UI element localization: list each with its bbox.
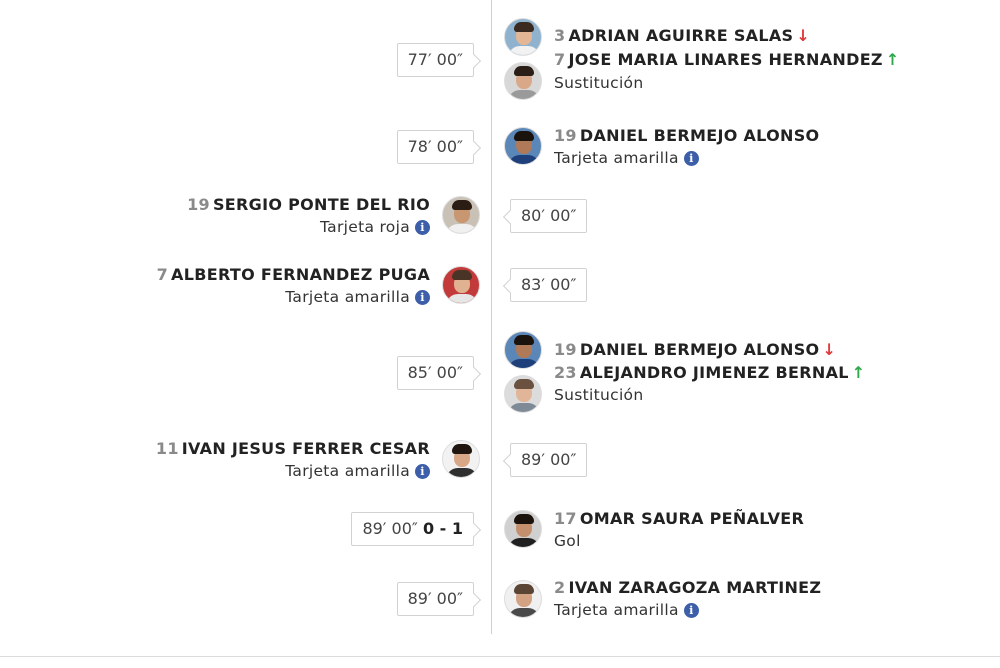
event-type: Gol xyxy=(554,532,581,550)
arrow-down-icon: ↓ xyxy=(822,340,837,359)
arrow-down-icon: ↓ xyxy=(796,26,811,45)
info-icon[interactable]: i xyxy=(415,290,430,305)
player-avatar xyxy=(442,266,480,304)
timeline-axis xyxy=(491,0,492,634)
event-time: 85′ 00″ xyxy=(396,356,474,390)
player-avatar xyxy=(504,331,542,369)
info-icon[interactable]: i xyxy=(683,603,699,618)
player-avatar xyxy=(504,510,542,548)
event-time: 80′ 00″ xyxy=(510,199,588,233)
event-time: 83′ 00″ xyxy=(510,268,588,302)
arrow-up-icon: ↑ xyxy=(885,50,900,69)
section-divider xyxy=(0,656,1000,657)
info-icon[interactable]: i xyxy=(415,464,430,479)
event-time: 78′ 00″ xyxy=(396,130,474,164)
player-avatar xyxy=(504,375,542,413)
player-avatar xyxy=(442,196,480,234)
event-time: 89′ 00″ 0 - 1 xyxy=(351,512,474,546)
match-score: 0 - 1 xyxy=(422,519,463,538)
event-type: Sustitución xyxy=(554,386,644,404)
player-avatar xyxy=(504,18,542,56)
player-avatar xyxy=(504,62,542,100)
player-avatar xyxy=(442,440,480,478)
event-time: 77′ 00″ xyxy=(396,43,474,77)
player-avatar xyxy=(504,127,542,165)
info-icon[interactable]: i xyxy=(683,151,699,166)
event-time: 89′ 00″ xyxy=(510,443,588,477)
player-avatar xyxy=(504,580,542,618)
info-icon[interactable]: i xyxy=(415,220,430,235)
arrow-up-icon: ↑ xyxy=(851,363,866,382)
event-type: Sustitución xyxy=(554,74,644,92)
event-time: 89′ 00″ xyxy=(396,582,474,616)
